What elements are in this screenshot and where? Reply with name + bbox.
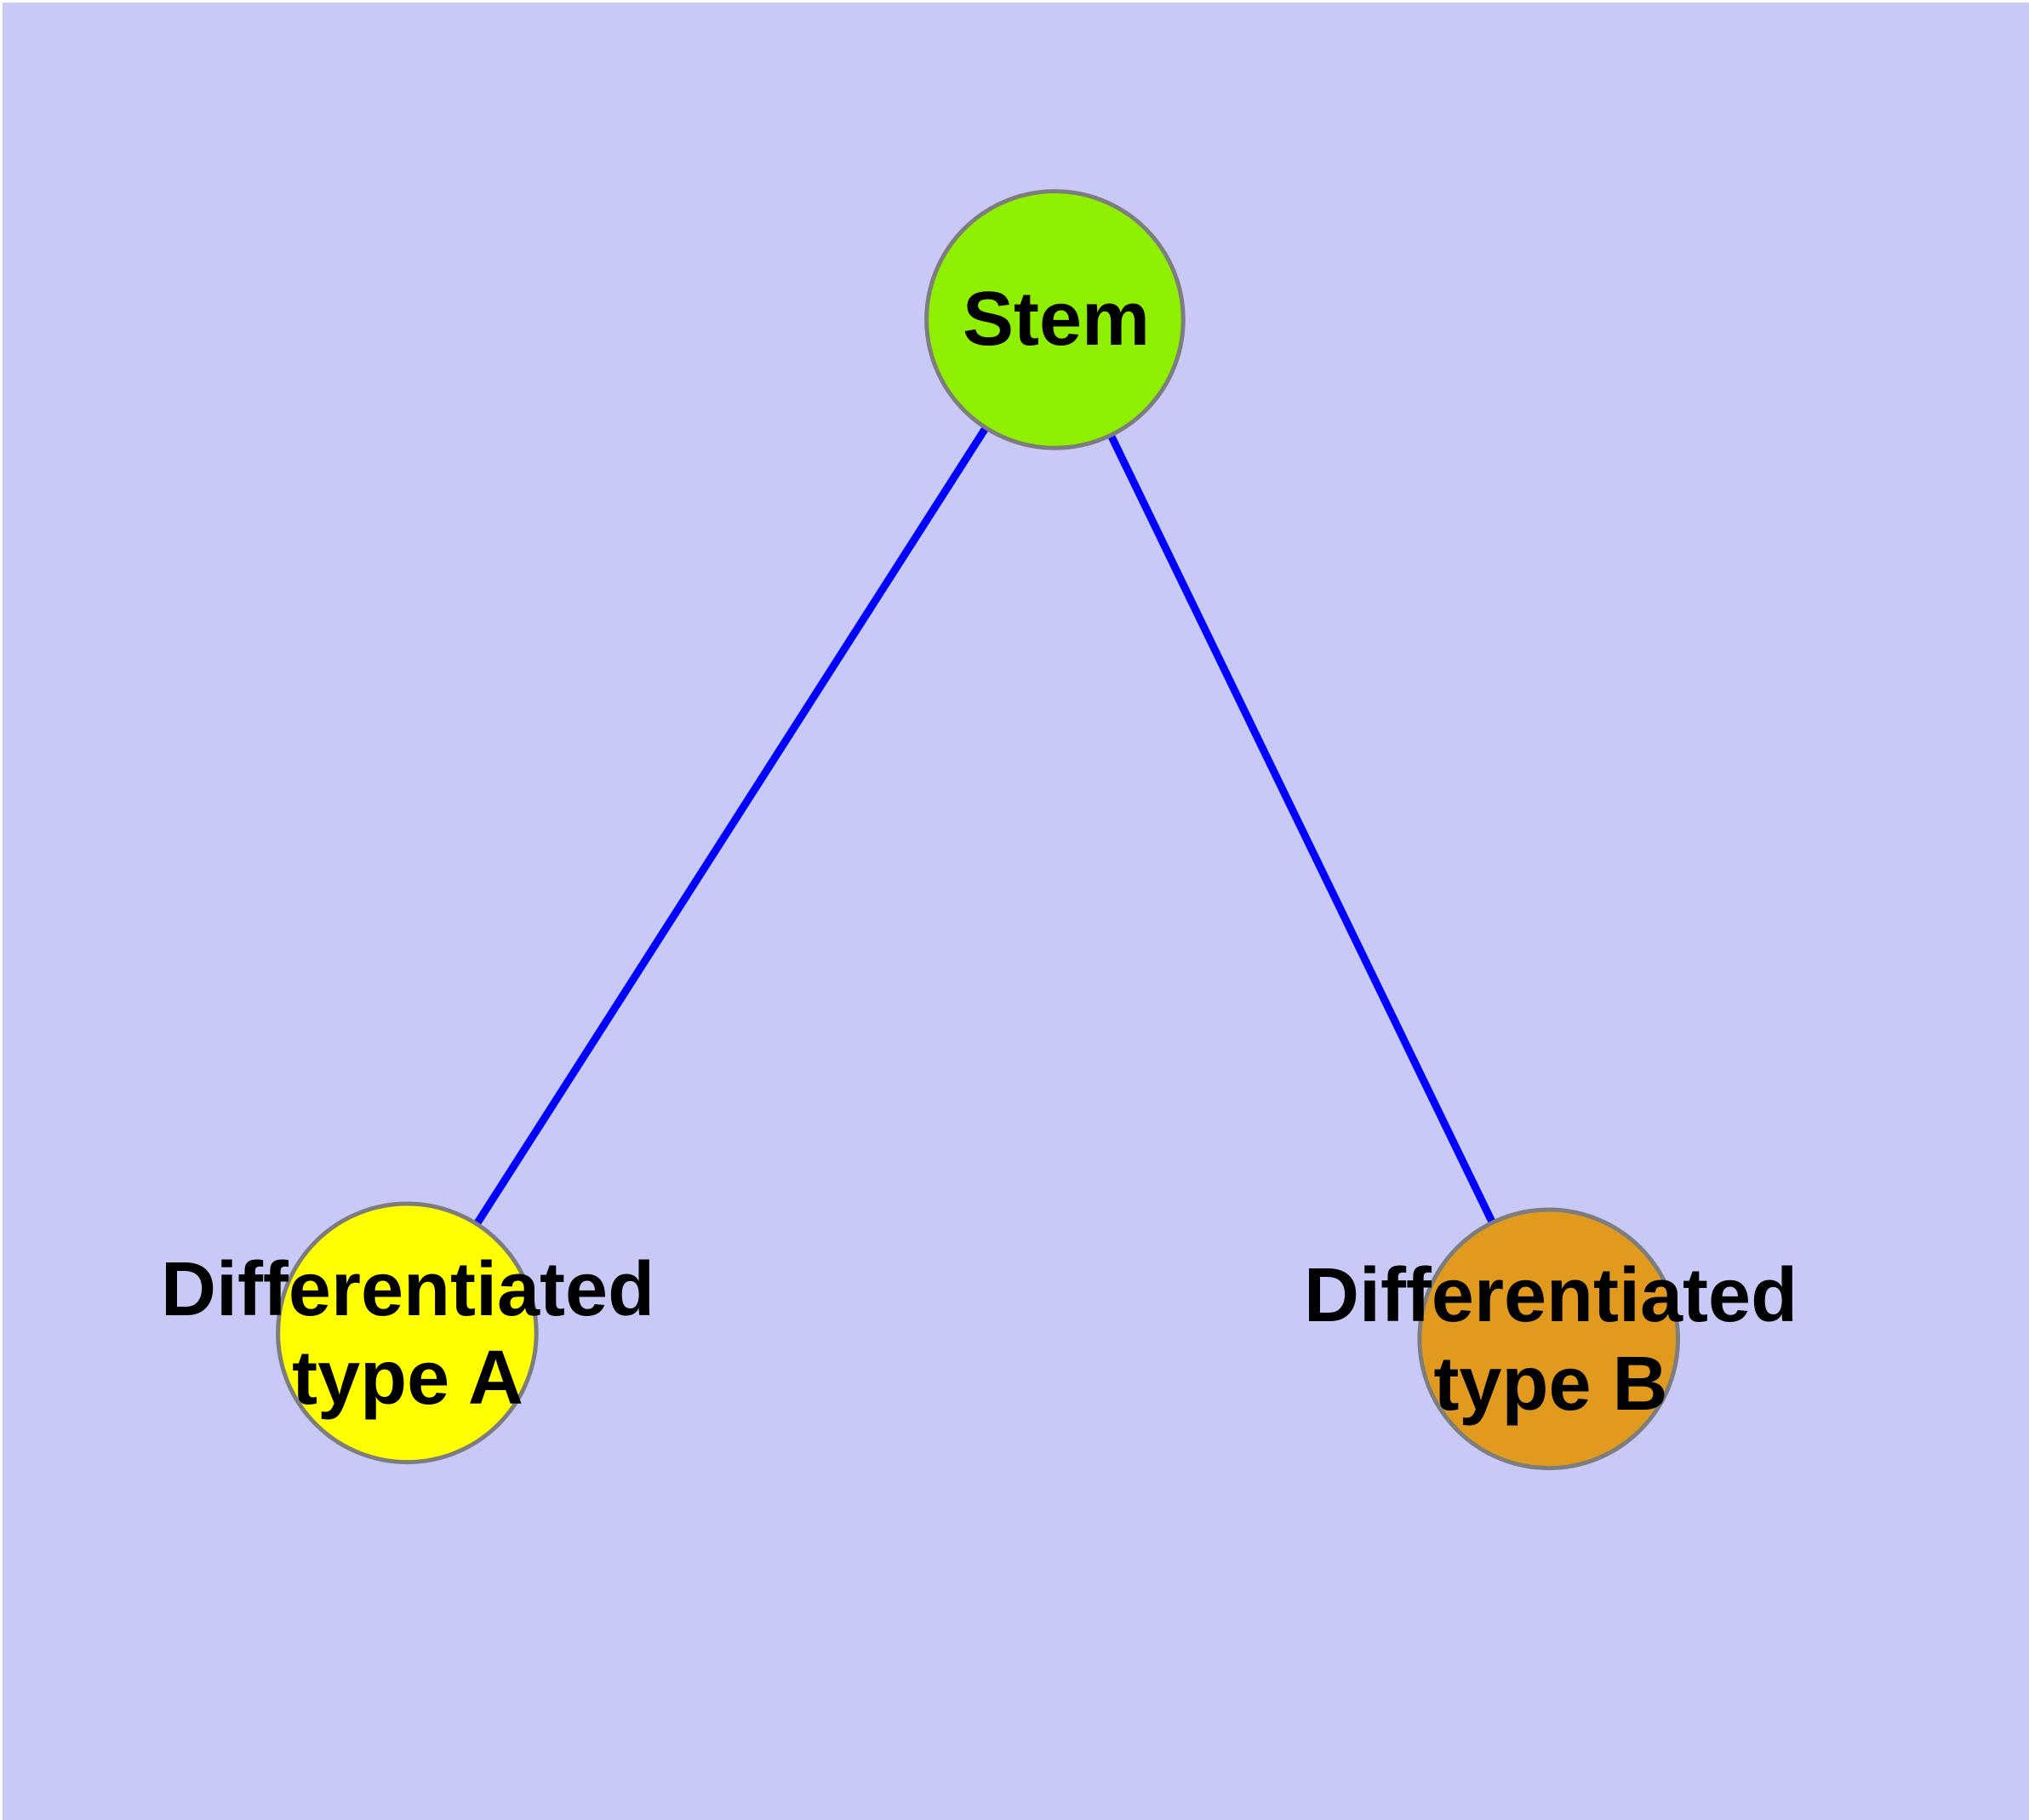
- diagram-canvas: Stem Differentiated type A Differentiate…: [3, 3, 2029, 1820]
- edge-stem-to-type-b: [1051, 318, 1552, 1341]
- graph-svg: [276, 189, 1681, 1471]
- node-stem-circle: [924, 189, 1186, 450]
- node-type-b-circle: [1417, 1207, 1681, 1471]
- edge-stem-to-type-a: [403, 318, 1059, 1336]
- node-type-a-circle: [276, 1201, 539, 1465]
